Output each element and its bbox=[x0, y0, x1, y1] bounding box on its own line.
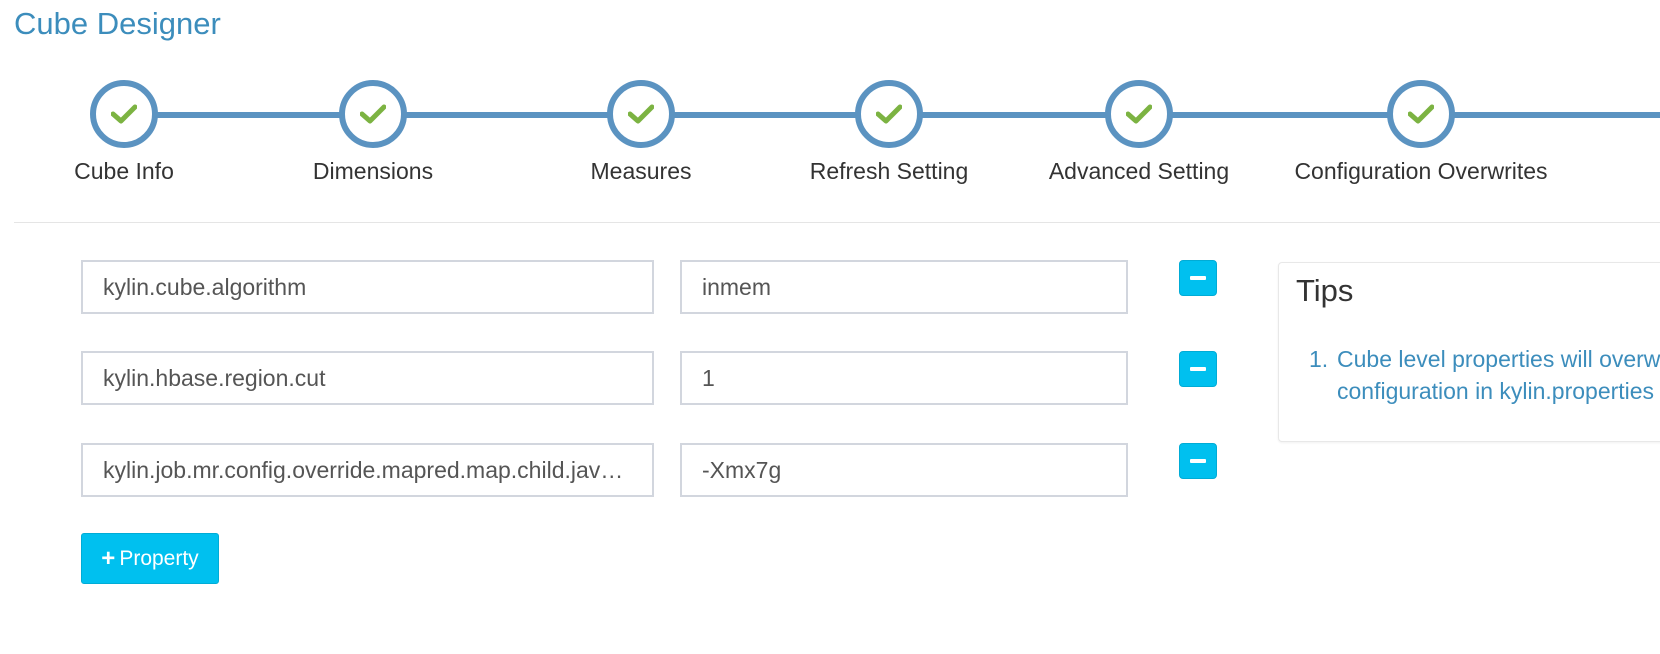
property-key-input[interactable]: kylin.cube.algorithm bbox=[81, 260, 654, 314]
property-key-input[interactable]: kylin.hbase.region.cut bbox=[81, 351, 654, 405]
check-icon bbox=[111, 104, 137, 124]
check-icon bbox=[628, 104, 654, 124]
check-icon bbox=[876, 104, 902, 124]
property-value-input[interactable]: inmem bbox=[680, 260, 1128, 314]
property-row: kylin.job.mr.config.override.mapred.map.… bbox=[81, 443, 1221, 501]
check-icon bbox=[360, 104, 386, 124]
step-label: Configuration Overwrites bbox=[1294, 158, 1548, 184]
remove-property-button[interactable] bbox=[1179, 351, 1217, 387]
step-circle bbox=[90, 80, 158, 148]
step-label: Cube Info bbox=[74, 158, 174, 184]
check-icon bbox=[1408, 104, 1434, 124]
property-value-input[interactable]: 1 bbox=[680, 351, 1128, 405]
step-label: Dimensions bbox=[312, 158, 434, 184]
property-row: kylin.hbase.region.cut 1 bbox=[81, 351, 1221, 409]
tips-item-number: 1. bbox=[1309, 346, 1329, 372]
add-property-button[interactable]: + Property bbox=[81, 533, 219, 584]
step-circle bbox=[855, 80, 923, 148]
wizard-steps: Cube Info Dimensions Measures Refresh Se… bbox=[0, 80, 1660, 200]
minus-icon bbox=[1190, 276, 1206, 280]
step-circle bbox=[1105, 80, 1173, 148]
property-row: kylin.cube.algorithm inmem bbox=[81, 260, 1221, 318]
step-label: Measures bbox=[590, 158, 692, 184]
step-refresh-setting[interactable]: Refresh Setting bbox=[739, 80, 1039, 185]
tips-title: Tips bbox=[1296, 273, 1354, 308]
remove-property-button[interactable] bbox=[1179, 260, 1217, 296]
step-measures[interactable]: Measures bbox=[491, 80, 791, 185]
step-cube-info[interactable]: Cube Info bbox=[0, 80, 274, 185]
tips-item-line: configuration in kylin.properties bbox=[1337, 378, 1655, 404]
tips-item-line: Cube level properties will overwrite bbox=[1337, 346, 1660, 372]
tips-panel: Tips 1. Cube level properties will overw… bbox=[1278, 262, 1660, 442]
step-circle bbox=[1387, 80, 1455, 148]
remove-property-button[interactable] bbox=[1179, 443, 1217, 479]
plus-icon: + bbox=[101, 544, 116, 572]
step-dimensions[interactable]: Dimensions bbox=[223, 80, 523, 185]
step-circle bbox=[607, 80, 675, 148]
add-property-label: Property bbox=[119, 546, 199, 570]
property-key-input[interactable]: kylin.job.mr.config.override.mapred.map.… bbox=[81, 443, 654, 497]
check-icon bbox=[1126, 104, 1152, 124]
tips-list: 1. Cube level properties will overwrite … bbox=[1309, 343, 1660, 407]
property-value-input[interactable]: -Xmx7g bbox=[680, 443, 1128, 497]
minus-icon bbox=[1190, 367, 1206, 371]
step-advanced-setting[interactable]: Advanced Setting bbox=[989, 80, 1289, 185]
step-label: Refresh Setting bbox=[809, 158, 969, 184]
tips-item: 1. Cube level properties will overwrite … bbox=[1309, 343, 1660, 407]
page-title: Cube Designer bbox=[14, 6, 221, 41]
step-configuration-overwrites[interactable]: Configuration Overwrites bbox=[1271, 80, 1571, 185]
step-label: Advanced Setting bbox=[1048, 158, 1230, 184]
minus-icon bbox=[1190, 459, 1206, 463]
step-circle bbox=[339, 80, 407, 148]
divider bbox=[14, 222, 1660, 223]
